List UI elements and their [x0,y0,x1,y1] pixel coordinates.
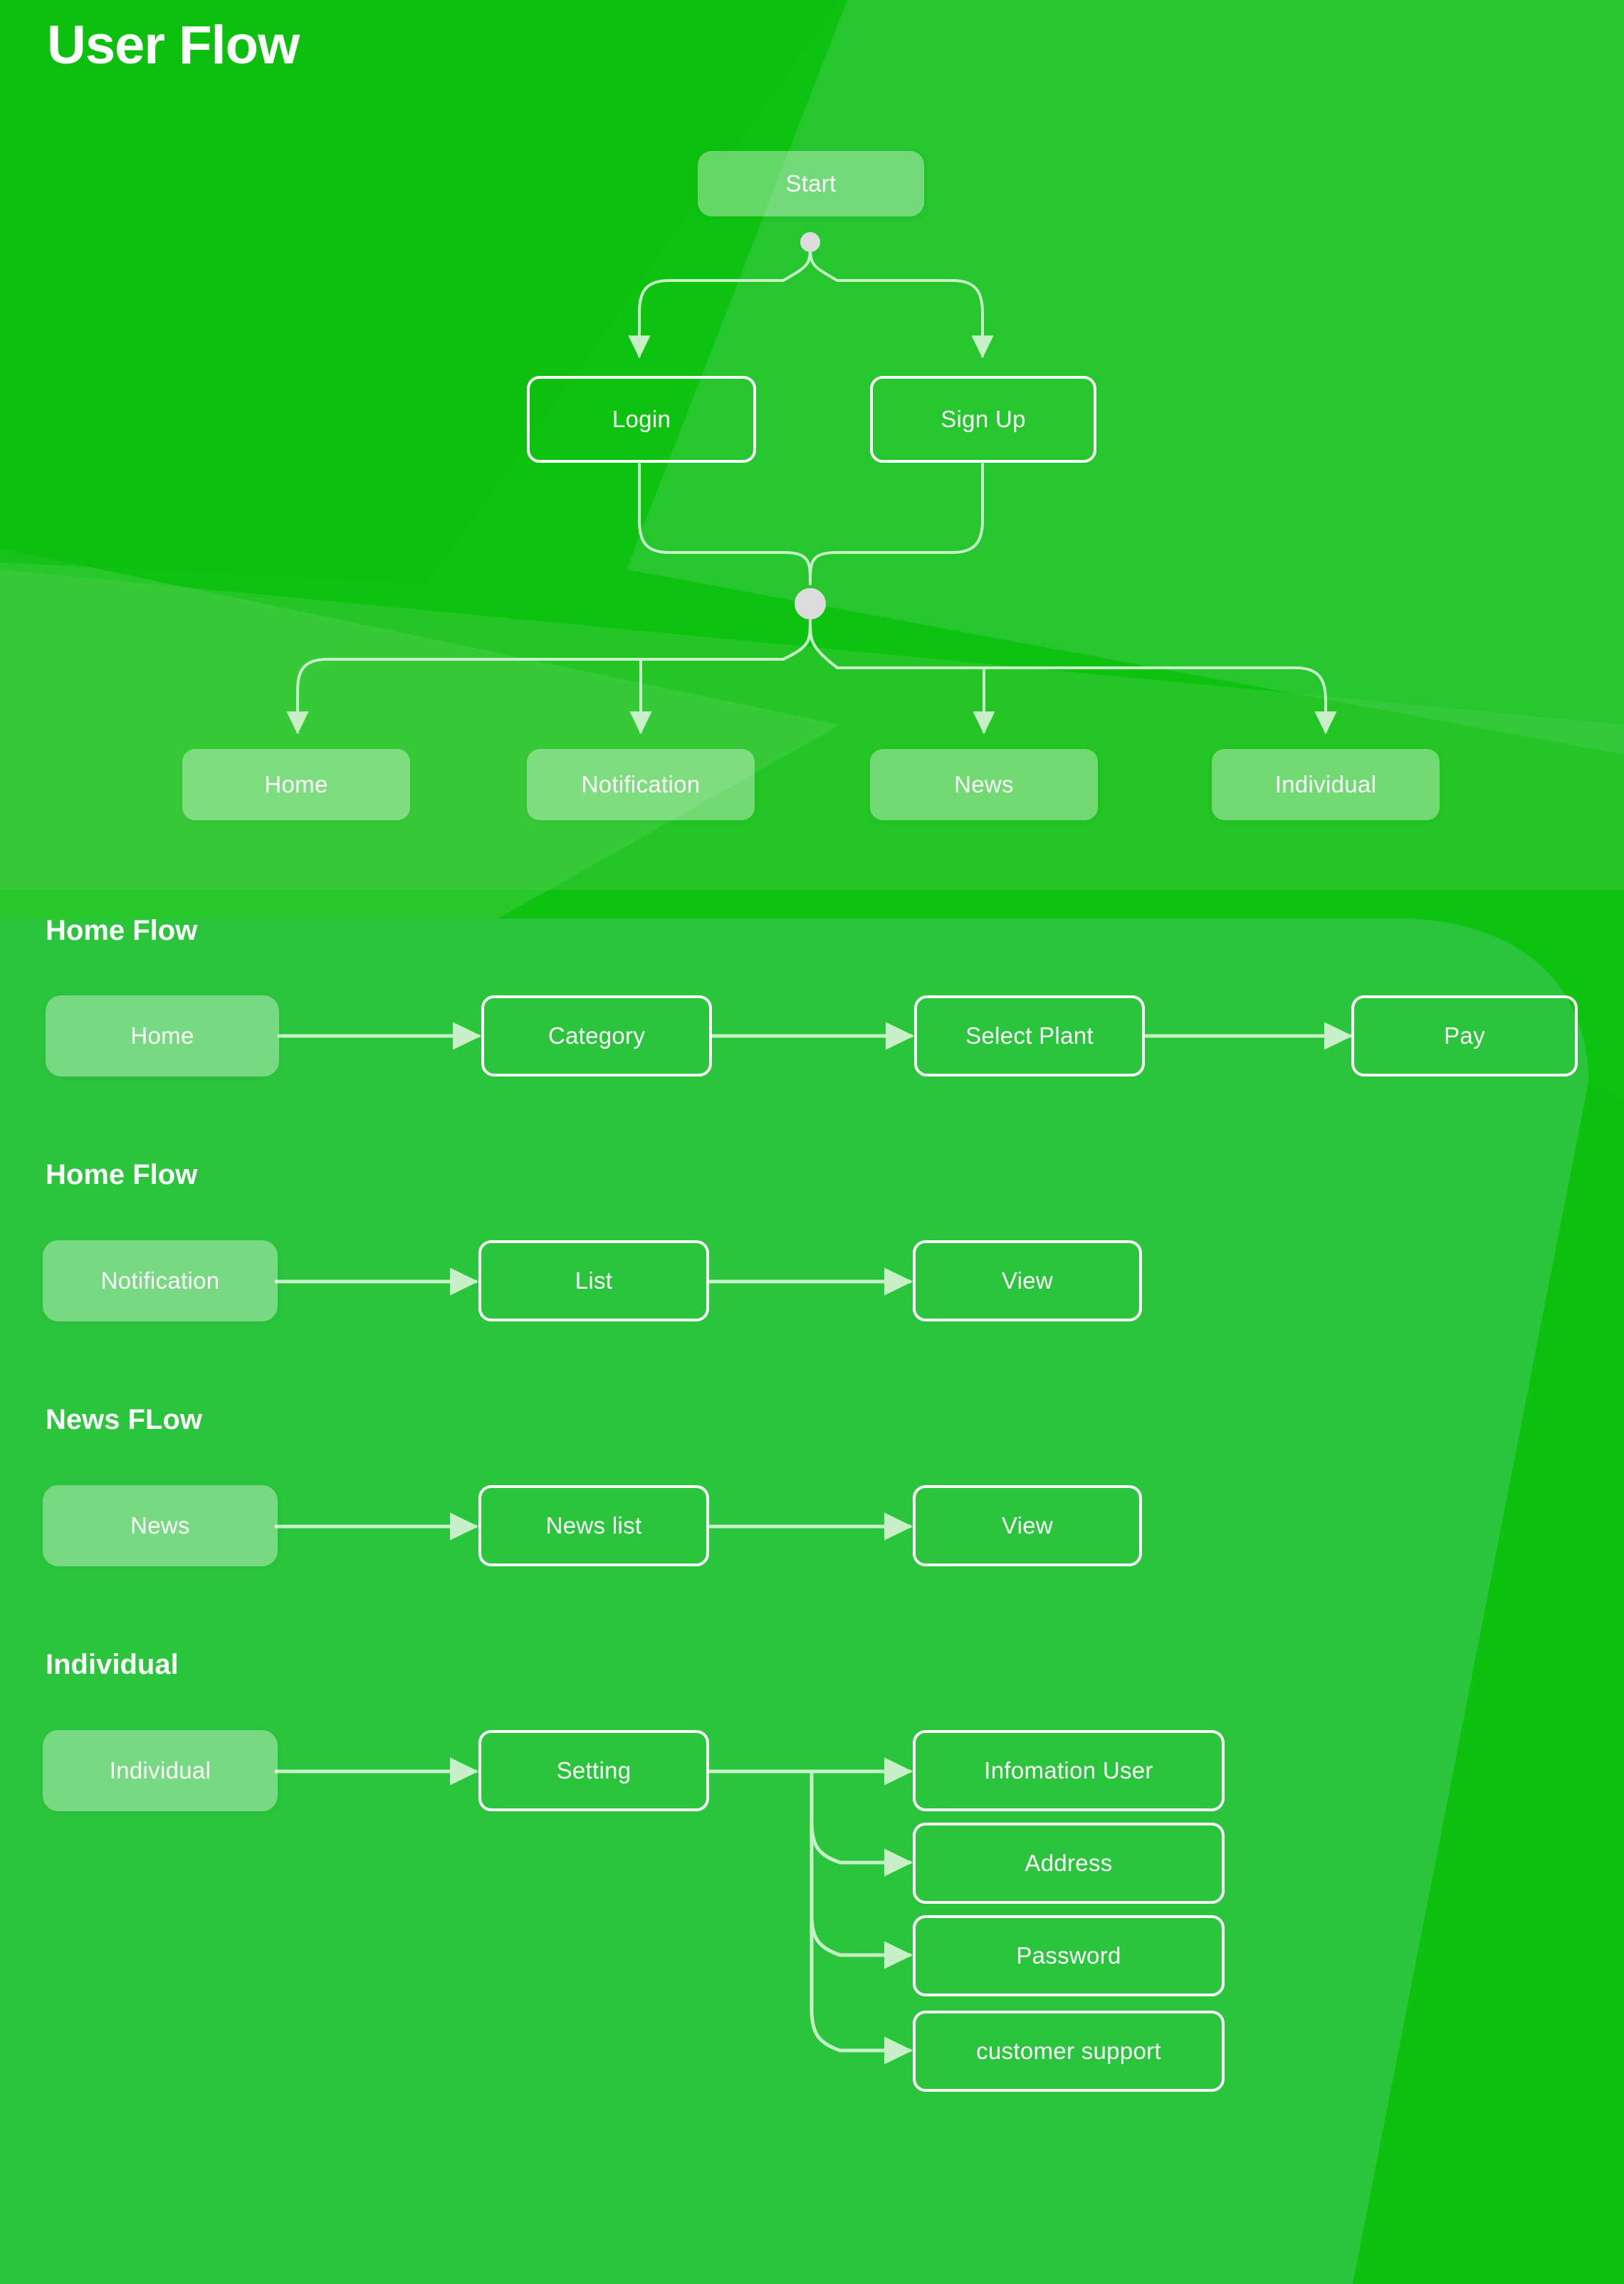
node-start[interactable]: Start [698,151,924,216]
node-tab-notification[interactable]: Notification [527,749,755,820]
section-heading-news-flow: News FLow [46,1404,203,1435]
node-login[interactable]: Login [527,376,756,463]
node-news-flow-news-list[interactable]: News list [478,1485,709,1566]
node-tab-news[interactable]: News [870,749,1098,820]
node-home-flow-category[interactable]: Category [481,995,712,1076]
node-individual-branch-password[interactable]: Password [913,1915,1225,1996]
node-individual-branch-infomation-user[interactable]: Infomation User [913,1730,1225,1811]
node-individual-branch-customer-support[interactable]: customer support [913,2011,1225,2092]
node-home-flow-select-plant[interactable]: Select Plant [914,995,1145,1076]
page-title: User Flow [47,15,300,75]
node-home-flow-pay[interactable]: Pay [1351,995,1578,1076]
node-notification-flow-list[interactable]: List [478,1240,709,1321]
node-individual-flow-setting[interactable]: Setting [478,1730,709,1811]
node-tab-home[interactable]: Home [182,749,410,820]
node-tab-individual[interactable]: Individual [1212,749,1440,820]
node-news-flow-news[interactable]: News [43,1485,278,1566]
node-sign-up[interactable]: Sign Up [870,376,1096,463]
section-heading-notification-flow: Home Flow [46,1159,198,1190]
section-heading-individual: Individual [46,1649,179,1680]
node-notification-flow-notification[interactable]: Notification [43,1240,278,1321]
node-individual-flow-individual[interactable]: Individual [43,1730,278,1811]
node-home-flow-home[interactable]: Home [46,995,279,1076]
node-notification-flow-view[interactable]: View [913,1240,1142,1321]
section-heading-home-flow: Home Flow [46,915,198,946]
node-individual-branch-address[interactable]: Address [913,1823,1225,1904]
node-news-flow-view[interactable]: View [913,1485,1142,1566]
